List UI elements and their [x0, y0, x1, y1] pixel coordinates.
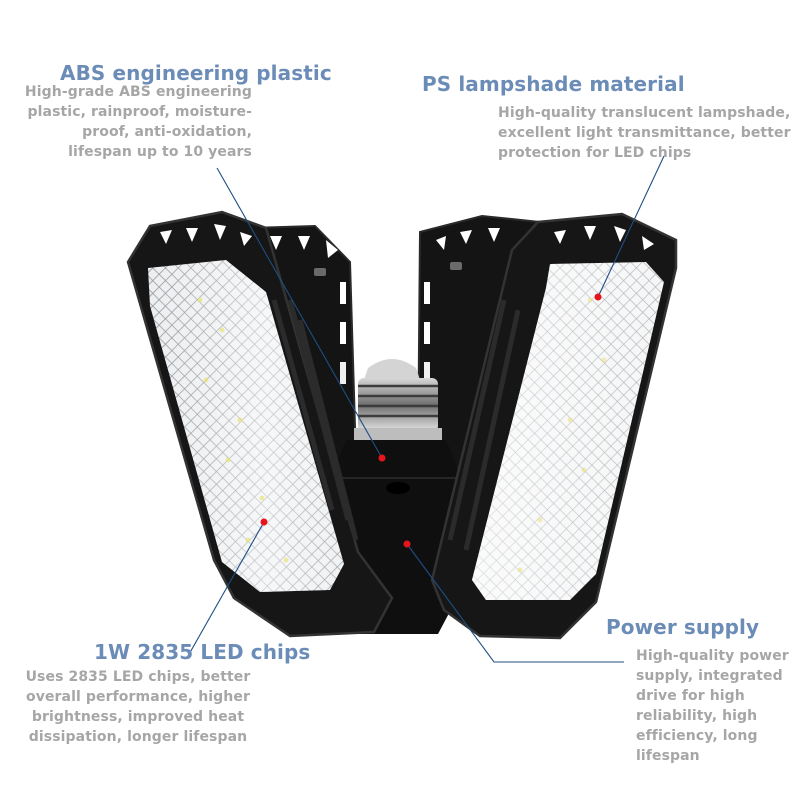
- callout-leader-lines: [187, 155, 665, 663]
- ps-marker-dot-icon: [594, 293, 602, 301]
- power-marker-dot-icon: [403, 540, 411, 548]
- led-leader-line: [187, 521, 265, 657]
- screw-base-icon: [354, 359, 442, 440]
- abs-marker-dot-icon: [378, 454, 386, 462]
- ps-callout-title: PS lampshade material: [422, 72, 685, 96]
- power-callout-description: High-quality power supply, integrated dr…: [636, 648, 789, 764]
- led-marker-dot-icon: [260, 518, 268, 526]
- abs-leader-line: [216, 167, 383, 459]
- power-leader-line: [406, 543, 624, 663]
- power-callout-title: Power supply: [606, 615, 760, 639]
- abs-callout-title: ABS engineering plastic: [60, 61, 332, 85]
- ps-leader-line: [597, 155, 665, 298]
- led-callout-description: Uses 2835 LED chips, better overall perf…: [25, 669, 251, 745]
- ps-callout-description: High-quality translucent lampshade, exce…: [498, 105, 791, 161]
- lamp-panel-left-icon: [126, 210, 394, 638]
- callout-markers: [260, 293, 602, 548]
- abs-callout-description: High-grade ABS engineering plastic, rain…: [24, 84, 252, 160]
- lamp-panel-right-icon: [430, 212, 678, 640]
- led-callout-title: 1W 2835 LED chips: [94, 640, 311, 664]
